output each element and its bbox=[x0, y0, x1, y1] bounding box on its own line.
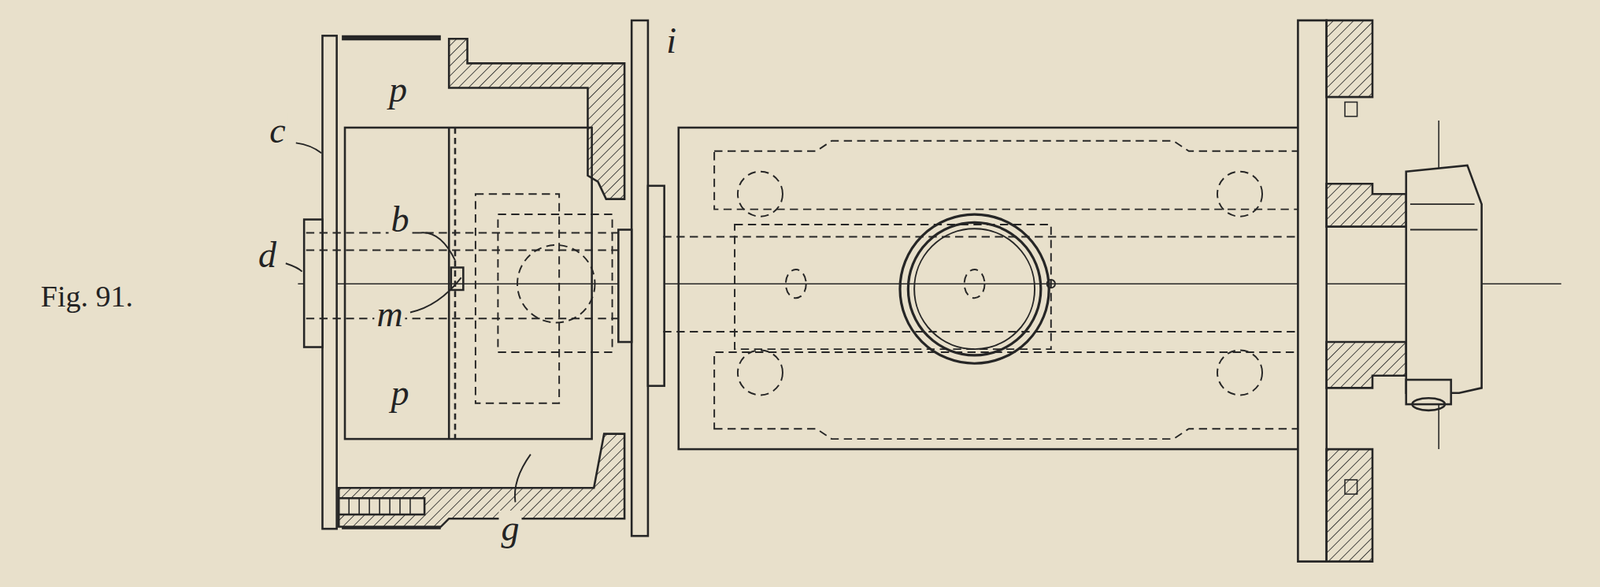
leader-line bbox=[296, 142, 322, 153]
screw bbox=[338, 497, 425, 515]
housing-section bbox=[338, 433, 625, 527]
hub bbox=[303, 219, 323, 348]
part-letter: p bbox=[388, 374, 412, 412]
part-letter: p bbox=[386, 71, 410, 108]
disc bbox=[631, 20, 649, 536]
rim bbox=[341, 35, 441, 41]
hub-section bbox=[1326, 183, 1407, 226]
figure-caption: Fig. 91. bbox=[40, 281, 134, 312]
center-line bbox=[297, 282, 1561, 285]
leader-line bbox=[420, 232, 456, 260]
part-letter: i bbox=[663, 22, 679, 60]
part-letter: c bbox=[266, 112, 288, 149]
crank bbox=[1406, 165, 1482, 393]
inner-block bbox=[344, 127, 593, 439]
leader-line bbox=[285, 262, 303, 271]
leader-line bbox=[410, 277, 462, 312]
leader-line bbox=[514, 454, 531, 503]
cover-plate bbox=[322, 35, 338, 529]
cylinder-body bbox=[678, 127, 1312, 449]
part-letter: g bbox=[498, 510, 522, 547]
housing-section bbox=[448, 38, 625, 199]
part-letter: d bbox=[255, 237, 279, 274]
part-letter: b bbox=[388, 201, 412, 238]
part-letter: m bbox=[374, 296, 405, 333]
port-ring bbox=[900, 214, 1049, 363]
end-plate bbox=[1297, 20, 1326, 562]
